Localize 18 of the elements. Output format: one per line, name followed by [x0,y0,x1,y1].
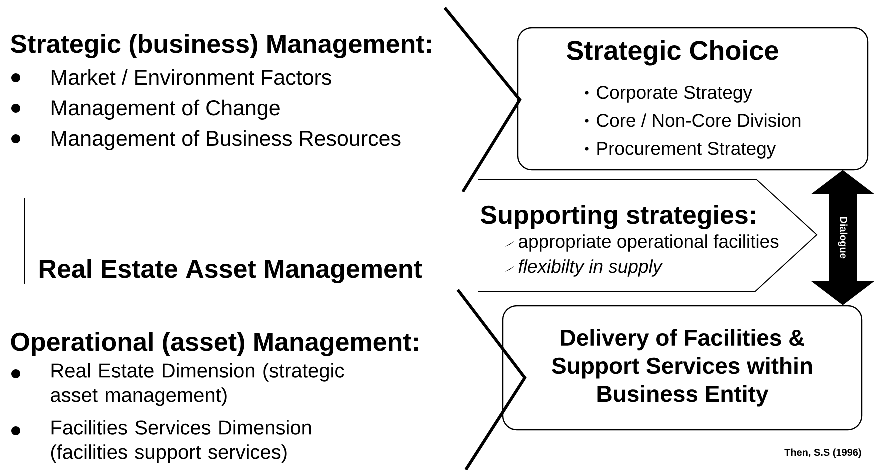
edge-label: Dialogue [838,217,848,259]
list-item: Market / Environment Factors [52,69,332,86]
list-item: Real Estate Dimension (strategic asset management) [51,363,344,406]
box-heading: Strategic Choice [567,40,778,66]
rounded-box: Delivery of Facilities & Support Services within Business Entity [502,305,863,431]
list-item: Facilities Services Dimension (facilities support services) [51,420,312,464]
list-item: flexibilty in supply [518,260,664,277]
list-item: Core / Non-Core Division [597,114,801,128]
section-heading: Real Estate Asset Management [40,259,422,284]
list-item: Corporate Strategy [597,86,752,103]
citation: Then, S.S (1996) [784,448,862,458]
list-item: appropriate operational facilities [519,234,779,252]
section-heading: Operational (asset) Management: [11,332,418,356]
list-item: Management of Change [52,100,280,120]
list-item: Management of Business Resources [52,130,401,150]
section-heading: Strategic (business) Management: [10,34,431,58]
list-item: Procurement Strategy [598,142,776,159]
box-heading: Supporting strategies: [480,205,756,230]
